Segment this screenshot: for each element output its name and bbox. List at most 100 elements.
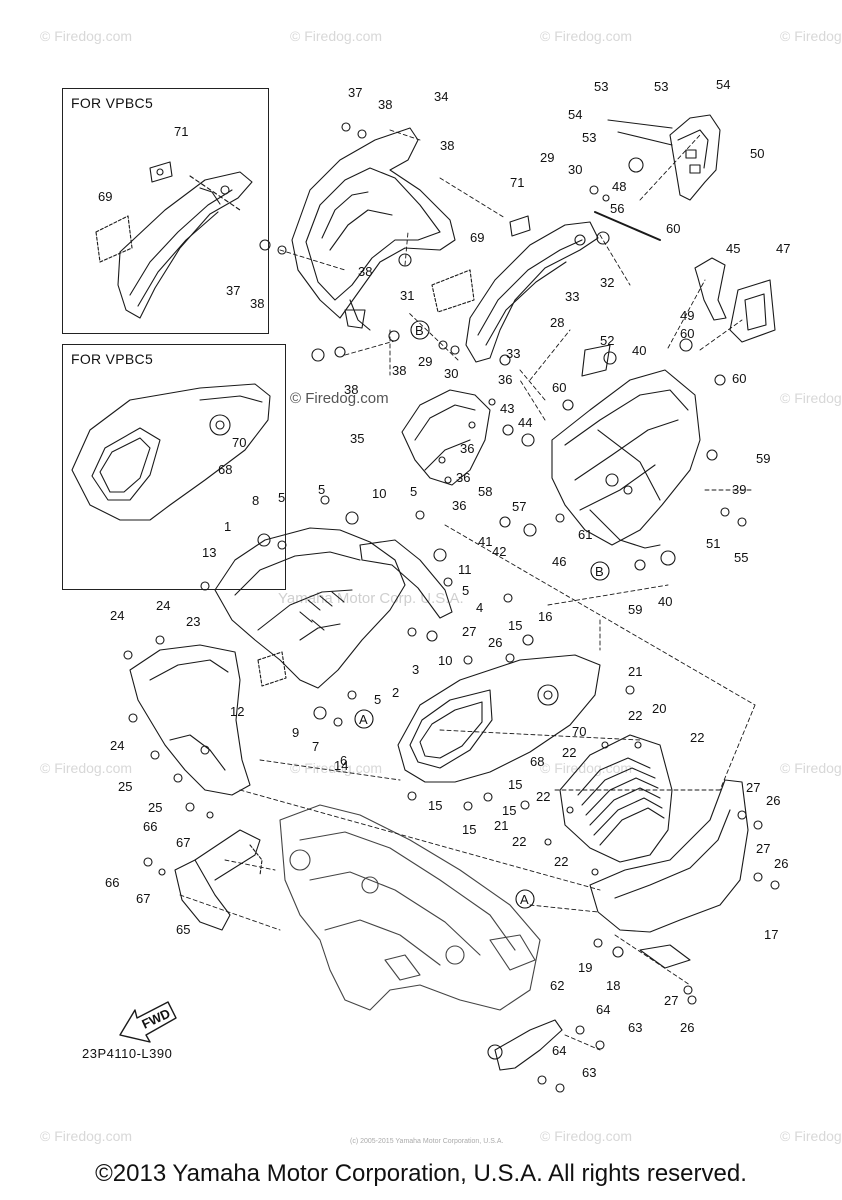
callout: 38 [250,296,264,311]
callout: 5 [462,583,469,598]
callout-numbers: 71 69 70 68 37 38 34 38 37 38 38 31 38 3… [98,77,790,1080]
callout: 69 [98,189,112,204]
callout: 15 [502,803,516,818]
inset-title: FOR VPBC5 [71,95,154,111]
callout: 56 [610,201,624,216]
inset-box-top: FOR VPBC5 [62,88,269,334]
inset-title: FOR VPBC5 [71,351,154,367]
inset-side-cover [71,383,271,521]
callout: 15 [508,777,522,792]
callout: 34 [434,89,448,104]
callout: 53 [582,130,596,145]
watermark: © Firedog.com [40,28,133,44]
callout: 36 [498,372,512,387]
callout: 28 [550,315,564,330]
upper-cowl [291,127,456,331]
callout: 65 [176,922,190,937]
callout: 26 [766,793,780,808]
callout: 27 [756,841,770,856]
callout: 35 [350,431,364,446]
grille-20 [559,734,673,863]
copyright-footer: ©2013 Yamaha Motor Corporation, U.S.A. A… [95,1160,747,1187]
callout: 15 [508,618,522,633]
fwd-label: FWD [139,1006,172,1032]
callout: 21 [628,664,642,679]
callout: 60 [680,326,694,341]
leader-lines [179,129,756,1051]
callout: 12 [230,704,244,719]
callout: 29 [418,354,432,369]
callout: 18 [606,978,620,993]
callout: 36 [456,470,470,485]
callout: 5 [278,490,285,505]
callout: 66 [143,819,157,834]
callout: 6 [340,753,347,768]
callout: 70 [232,435,246,450]
callout: 24 [110,738,124,753]
callout: 38 [392,363,406,378]
callout: 37 [348,85,362,100]
callout: 14 [334,758,348,773]
side-cover-68 [397,654,601,783]
watermark-center: Yamaha Motor Corp. U.S.A. [278,590,464,607]
callout: 51 [706,536,720,551]
callout: 57 [512,499,526,514]
callout: 59 [628,602,642,617]
callout: 8 [252,493,259,508]
callout: 67 [136,891,150,906]
callout: 10 [438,653,452,668]
drawing-code: 23P4110-L390 [82,1046,173,1061]
callout: 22 [690,730,704,745]
callout: 60 [732,371,746,386]
callout: 37 [226,283,240,298]
callout: 53 [654,79,668,94]
watermark: © Firedog.com [290,28,383,44]
callout: 22 [512,834,526,849]
callout: 63 [628,1020,642,1035]
callout: 5 [410,484,417,499]
reference-markers [354,320,610,909]
callout: 38 [344,382,358,397]
lower-cover-23 [129,644,251,796]
callout: 66 [105,875,119,890]
callout: 42 [492,544,506,559]
callout: 15 [428,798,442,813]
callout: 29 [540,150,554,165]
callout: 22 [562,745,576,760]
front-cover-17 [589,779,749,969]
watermark: © Firedog.com [540,760,633,776]
callout: 25 [148,800,162,815]
watermark: © Firedog.com [290,760,383,776]
callout: 24 [110,608,124,623]
callout: 33 [506,346,520,361]
watermark: © Firedog.com [780,28,842,44]
callout: 5 [318,482,325,497]
callout: 5 [374,692,381,707]
callout: 22 [628,708,642,723]
stay-48 [594,211,661,241]
watermark: © Firedog.com [290,390,389,407]
callout: 27 [664,993,678,1008]
bracket-assembly-39 [551,344,701,549]
side-cowl-28 [431,215,599,363]
callout: 13 [202,545,216,560]
callout: 30 [444,366,458,381]
callout: 24 [156,598,170,613]
callout: 30 [568,162,582,177]
callout: 26 [774,856,788,871]
callout: 25 [118,779,132,794]
callout: 45 [726,241,740,256]
callout: 38 [440,138,454,153]
callout: 2 [392,685,399,700]
fwd-arrow [119,1001,177,1043]
callout: 31 [400,288,414,303]
callout: 68 [218,462,232,477]
watermark: © Firedog.com [540,1128,633,1144]
callout: 36 [460,441,474,456]
callout: 47 [776,241,790,256]
callout: 38 [358,264,372,279]
callout: 61 [578,527,592,542]
callout: 60 [666,221,680,236]
callout: 7 [312,739,319,754]
callout: 63 [582,1065,596,1080]
